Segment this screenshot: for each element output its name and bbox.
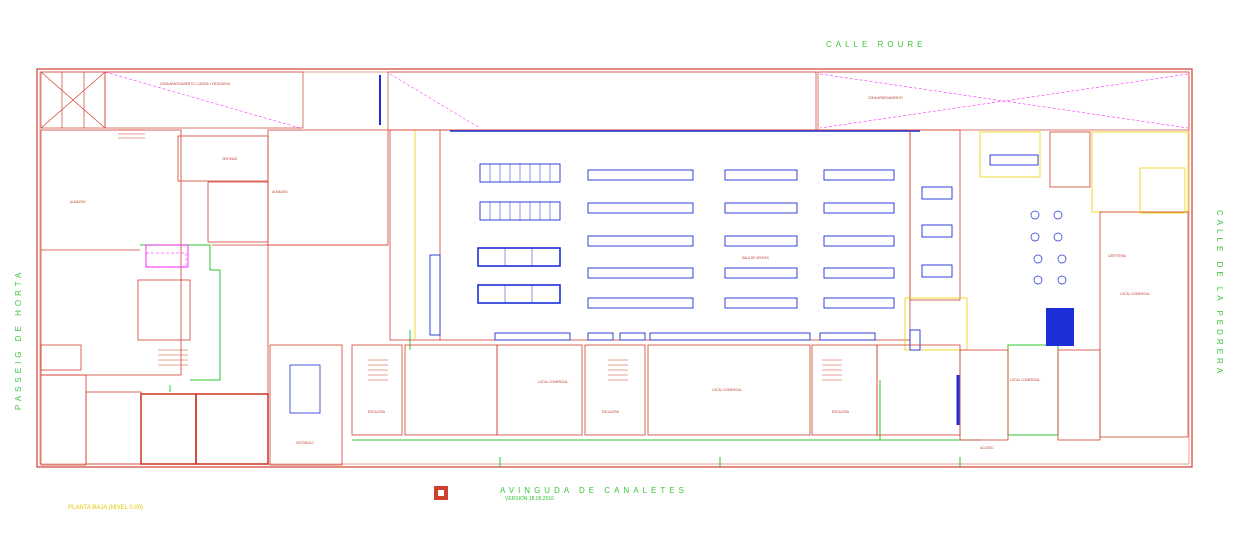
east-blue-fixtures (909, 154, 1039, 425)
room-label: ALMACEN (272, 190, 288, 194)
room-label: ALMACEN (70, 200, 86, 204)
room-label: LOCAL COMERCIAL (712, 388, 743, 392)
magenta-room (145, 244, 189, 268)
room-label: SALA DE VENTAS (742, 256, 769, 260)
room-label: ZONA APARCAMIENTO / CARGA Y DESCARGA (160, 82, 231, 86)
cafe-tables (1030, 210, 1067, 285)
room-label: OFICINAS (222, 157, 238, 161)
version-label: VERSION 18.05.2016 (505, 496, 554, 502)
north-parking-strip (40, 71, 1190, 131)
east-rooms (904, 129, 1189, 441)
room-label: ESCALERA (368, 410, 386, 414)
room-label: LOCAL COMERCIAL (538, 380, 569, 384)
blue-service-block (1046, 308, 1074, 346)
room-label: ACCESO (980, 446, 994, 450)
west-rooms (40, 129, 389, 466)
street-south-label: AVINGUDA DE CANALETES (500, 486, 688, 495)
room-label: ZONA APARCAMIENTO (868, 96, 903, 100)
room-label: CAFETERIA (1108, 254, 1126, 258)
sales-hall (389, 129, 911, 341)
stair-hatches (118, 129, 842, 381)
gondola-shelves (429, 163, 895, 341)
street-north-label: CALLE ROURE (826, 40, 927, 49)
north-shelf-line (379, 75, 920, 132)
room-label: LOCAL COMERCIAL (1120, 292, 1151, 296)
logo-mark (434, 486, 448, 500)
south-units (351, 344, 961, 436)
shelf-dividers (489, 164, 551, 303)
street-east-label: CALLE DE LA PEDRERA (1215, 210, 1224, 378)
room-label: LOCAL COMERCIAL (1010, 378, 1041, 382)
street-west-label: PASSEIG DE HORTA (14, 268, 23, 410)
room-label: ESCALERA (832, 410, 850, 414)
room-label: VESTIBULO (296, 441, 314, 445)
room-label: ESCALERA (602, 410, 620, 414)
plan-title: PLANTA BAJA (NIVEL 0.00) (68, 505, 144, 511)
